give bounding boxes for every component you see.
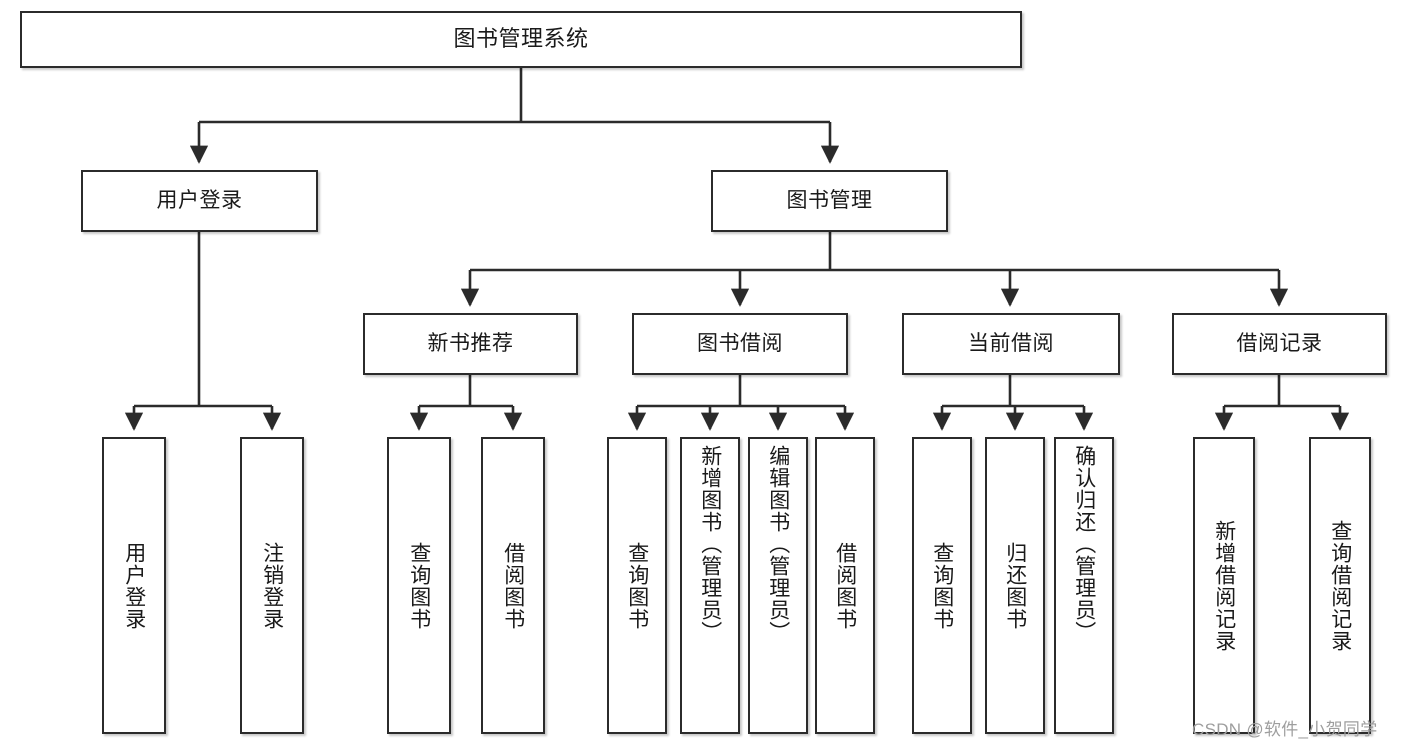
leaf-return-book[interactable]: 归还图书	[985, 437, 1045, 734]
leaf-logout[interactable]: 注销登录	[240, 437, 304, 734]
node-current-borrow[interactable]: 当前借阅	[902, 313, 1120, 375]
node-borrow-record-label: 借阅记录	[1236, 332, 1323, 356]
node-new-book-rec[interactable]: 新书推荐	[363, 313, 578, 375]
leaf-borrow-book-2[interactable]: 借阅图书	[815, 437, 875, 734]
leaf-borrow-book-1[interactable]: 借阅图书	[481, 437, 545, 734]
leaf-confirm-return-label: 确认归还（管理员）	[1072, 445, 1096, 643]
node-new-book-rec-label: 新书推荐	[427, 332, 514, 356]
leaf-borrow-book-2-label: 借阅图书	[833, 541, 857, 630]
leaf-logout-label: 注销登录	[260, 541, 284, 630]
leaf-user-login-label: 用户登录	[122, 541, 146, 630]
leaf-query-book-2-label: 查询图书	[625, 541, 649, 630]
leaf-query-book-1[interactable]: 查询图书	[387, 437, 451, 734]
node-root[interactable]: 图书管理系统	[20, 11, 1022, 68]
node-borrow-record[interactable]: 借阅记录	[1172, 313, 1387, 375]
leaf-add-book[interactable]: 新增图书（管理员）	[680, 437, 740, 734]
leaf-query-book-1-label: 查询图书	[407, 541, 431, 630]
leaf-confirm-return[interactable]: 确认归还（管理员）	[1054, 437, 1114, 734]
leaf-add-record-label: 新增借阅记录	[1212, 519, 1236, 652]
node-book-manage[interactable]: 图书管理	[711, 170, 948, 232]
leaf-return-book-label: 归还图书	[1003, 541, 1027, 630]
leaf-query-book-3[interactable]: 查询图书	[912, 437, 972, 734]
leaf-edit-book[interactable]: 编辑图书（管理员）	[748, 437, 808, 734]
leaf-query-book-2[interactable]: 查询图书	[607, 437, 667, 734]
leaf-query-record[interactable]: 查询借阅记录	[1309, 437, 1371, 734]
node-book-manage-label: 图书管理	[786, 189, 873, 213]
node-user-login-label: 用户登录	[156, 189, 243, 213]
leaf-query-record-label: 查询借阅记录	[1328, 519, 1352, 652]
leaf-borrow-book-1-label: 借阅图书	[501, 541, 525, 630]
node-user-login[interactable]: 用户登录	[81, 170, 318, 232]
leaf-edit-book-label: 编辑图书（管理员）	[766, 445, 790, 643]
leaf-user-login[interactable]: 用户登录	[102, 437, 166, 734]
node-book-borrow[interactable]: 图书借阅	[632, 313, 848, 375]
leaf-add-book-label: 新增图书（管理员）	[698, 445, 722, 643]
leaf-add-record[interactable]: 新增借阅记录	[1193, 437, 1255, 734]
leaf-query-book-3-label: 查询图书	[930, 541, 954, 630]
node-root-label: 图书管理系统	[453, 26, 589, 52]
csdn-watermark: CSDN @软件_小贺同学	[1192, 720, 1378, 739]
node-current-borrow-label: 当前借阅	[968, 332, 1054, 356]
node-book-borrow-label: 图书借阅	[697, 332, 783, 356]
